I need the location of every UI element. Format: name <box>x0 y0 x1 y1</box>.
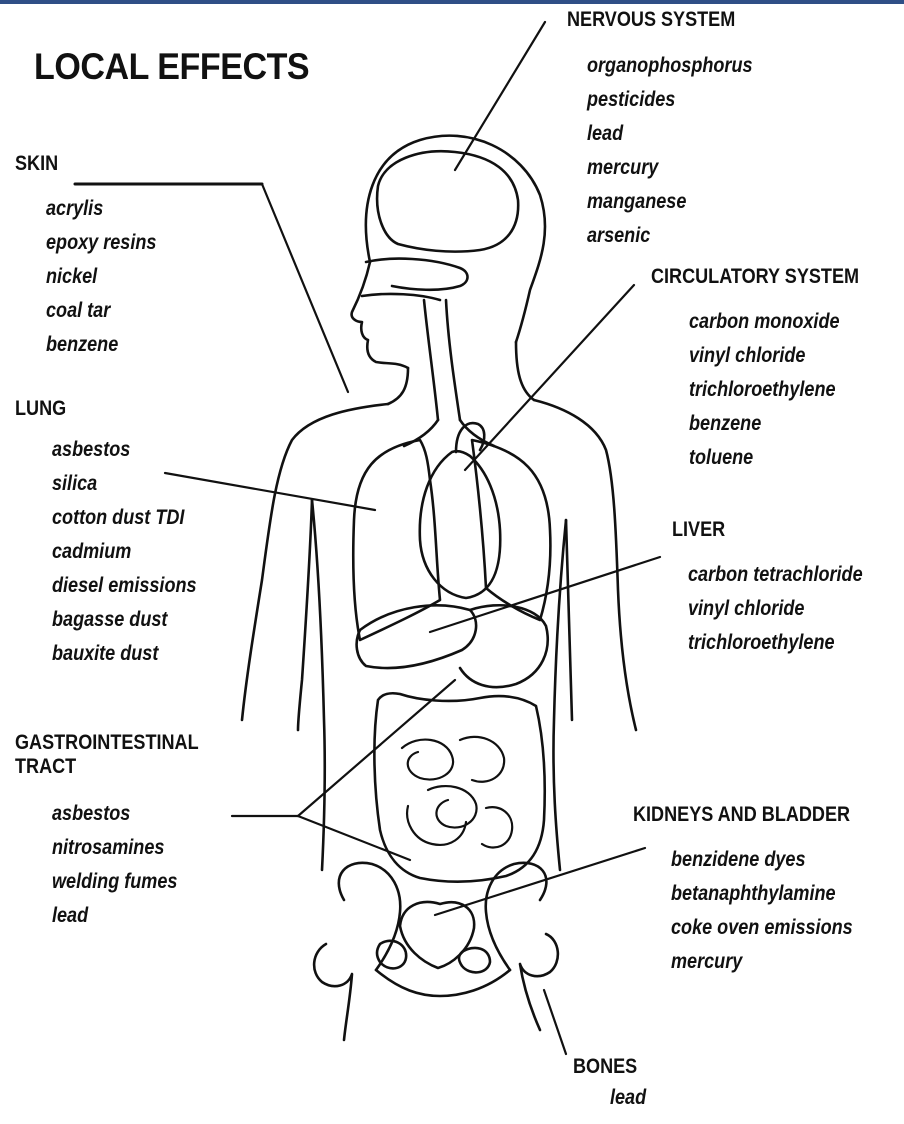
lung-item: cotton dust TDI <box>52 501 197 535</box>
neck-front <box>388 368 408 404</box>
neck-back <box>516 342 534 400</box>
liver <box>357 605 476 668</box>
gastrointestinal-item: asbestos <box>52 797 204 831</box>
lung-item: asbestos <box>52 433 197 467</box>
pelvis-bottom <box>376 970 510 996</box>
bones-heading: BONES <box>573 1055 641 1079</box>
gastrointestinal-heading-line2: TRACT <box>15 755 199 779</box>
left-hip-bone <box>339 863 400 970</box>
skin-item: nickel <box>46 260 156 294</box>
lung-heading: LUNG <box>15 397 191 421</box>
bones-group: BONES lead <box>573 1055 652 1115</box>
bones-leader <box>544 990 566 1054</box>
nervous-system-item: pesticides <box>587 83 753 117</box>
skin-group: SKIN acrylis epoxy resins nickel coal ta… <box>15 152 174 362</box>
brain <box>377 151 518 251</box>
liver-group: LIVER carbon tetrachloride vinyl chlorid… <box>672 518 891 660</box>
gastrointestinal-group: GASTROINTESTINAL TRACT asbestos nitrosam… <box>15 731 229 933</box>
nasal-cavity <box>366 259 468 290</box>
left-shoulder-arm <box>242 404 388 720</box>
circulatory-system-item: carbon monoxide <box>689 305 864 339</box>
lung-item: cadmium <box>52 535 197 569</box>
kidneys-bladder-item: mercury <box>671 945 855 979</box>
kidneys-bladder-list: benzidene dyes betanaphthylamine coke ov… <box>671 843 885 979</box>
nervous-system-item: mercury <box>587 151 753 185</box>
skin-leader <box>262 184 348 392</box>
gastrointestinal-item: welding fumes <box>52 865 204 899</box>
kidneys-bladder-item: benzidene dyes <box>671 843 855 877</box>
left-inner-arm <box>298 500 312 730</box>
right-hip-bone <box>486 863 547 970</box>
head-outline <box>366 136 545 342</box>
circulatory-system-heading: CIRCULATORY SYSTEM <box>651 265 859 289</box>
trachea <box>424 300 460 420</box>
bones-list: lead <box>610 1081 652 1115</box>
liver-heading: LIVER <box>672 518 860 542</box>
face-profile <box>352 262 408 368</box>
bladder <box>400 902 474 968</box>
skin-item: acrylis <box>46 192 156 226</box>
liver-item: vinyl chloride <box>688 592 863 626</box>
skin-list: acrylis epoxy resins nickel coal tar ben… <box>46 192 174 362</box>
nervous-system-heading: NERVOUS SYSTEM <box>567 8 750 32</box>
circulatory-leader <box>465 285 634 470</box>
circulatory-system-list: carbon monoxide vinyl chloride trichloro… <box>689 305 893 475</box>
right-lung <box>472 440 550 620</box>
lung-group: LUNG asbestos silica cotton dust TDI cad… <box>15 397 220 671</box>
heart <box>420 451 500 598</box>
skin-item: epoxy resins <box>46 226 156 260</box>
kidneys-bladder-group: KIDNEYS AND BLADDER benzidene dyes betan… <box>633 803 885 979</box>
skin-heading: SKIN <box>15 152 152 176</box>
right-inner-arm <box>566 520 572 720</box>
torso-left <box>312 500 325 870</box>
lung-list: asbestos silica cotton dust TDI cadmium … <box>52 433 220 671</box>
circulatory-system-item: benzene <box>689 407 864 441</box>
torso-right <box>553 520 566 870</box>
oral-cavity <box>362 294 440 300</box>
nervous-system-group: NERVOUS SYSTEM organophosphorus pesticid… <box>567 8 780 253</box>
liver-list: carbon tetrachloride vinyl chloride tric… <box>688 558 891 660</box>
skin-item: coal tar <box>46 294 156 328</box>
nervous-system-item: organophosphorus <box>587 49 753 83</box>
lung-item: bauxite dust <box>52 637 197 671</box>
nervous-system-item: arsenic <box>587 219 753 253</box>
gastrointestinal-heading: GASTROINTESTINAL TRACT <box>15 731 199 779</box>
circulatory-system-item: toluene <box>689 441 864 475</box>
left-lung <box>353 440 440 640</box>
nervous-system-item: lead <box>587 117 753 151</box>
circulatory-system-item: trichloroethylene <box>689 373 864 407</box>
skin-item: benzene <box>46 328 156 362</box>
lung-item: silica <box>52 467 197 501</box>
liver-leader <box>430 557 660 632</box>
gi-leader-lower <box>298 816 410 860</box>
gastrointestinal-heading-line1: GASTROINTESTINAL <box>15 731 199 755</box>
circulatory-system-item: vinyl chloride <box>689 339 864 373</box>
lung-item: diesel emissions <box>52 569 197 603</box>
gastrointestinal-list: asbestos nitrosamines welding fumes lead <box>52 797 229 933</box>
small-intestine <box>402 737 512 848</box>
kidneys-bladder-item: coke oven emissions <box>671 911 855 945</box>
right-obturator <box>459 948 490 972</box>
gastrointestinal-item: nitrosamines <box>52 831 204 865</box>
kidneys-bladder-heading: KIDNEYS AND BLADDER <box>633 803 850 827</box>
kidneys-bladder-item: betanaphthylamine <box>671 877 855 911</box>
lung-item: bagasse dust <box>52 603 197 637</box>
liver-item: carbon tetrachloride <box>688 558 863 592</box>
diagram-title: LOCAL EFFECTS <box>34 46 309 88</box>
nervous-system-list: organophosphorus pesticides lead mercury… <box>587 49 780 253</box>
bones-item: lead <box>610 1081 646 1115</box>
nervous-system-item: manganese <box>587 185 753 219</box>
gastrointestinal-item: lead <box>52 899 204 933</box>
liver-item: trichloroethylene <box>688 626 863 660</box>
circulatory-system-group: CIRCULATORY SYSTEM carbon monoxide vinyl… <box>651 265 893 475</box>
left-femur <box>314 944 352 1040</box>
